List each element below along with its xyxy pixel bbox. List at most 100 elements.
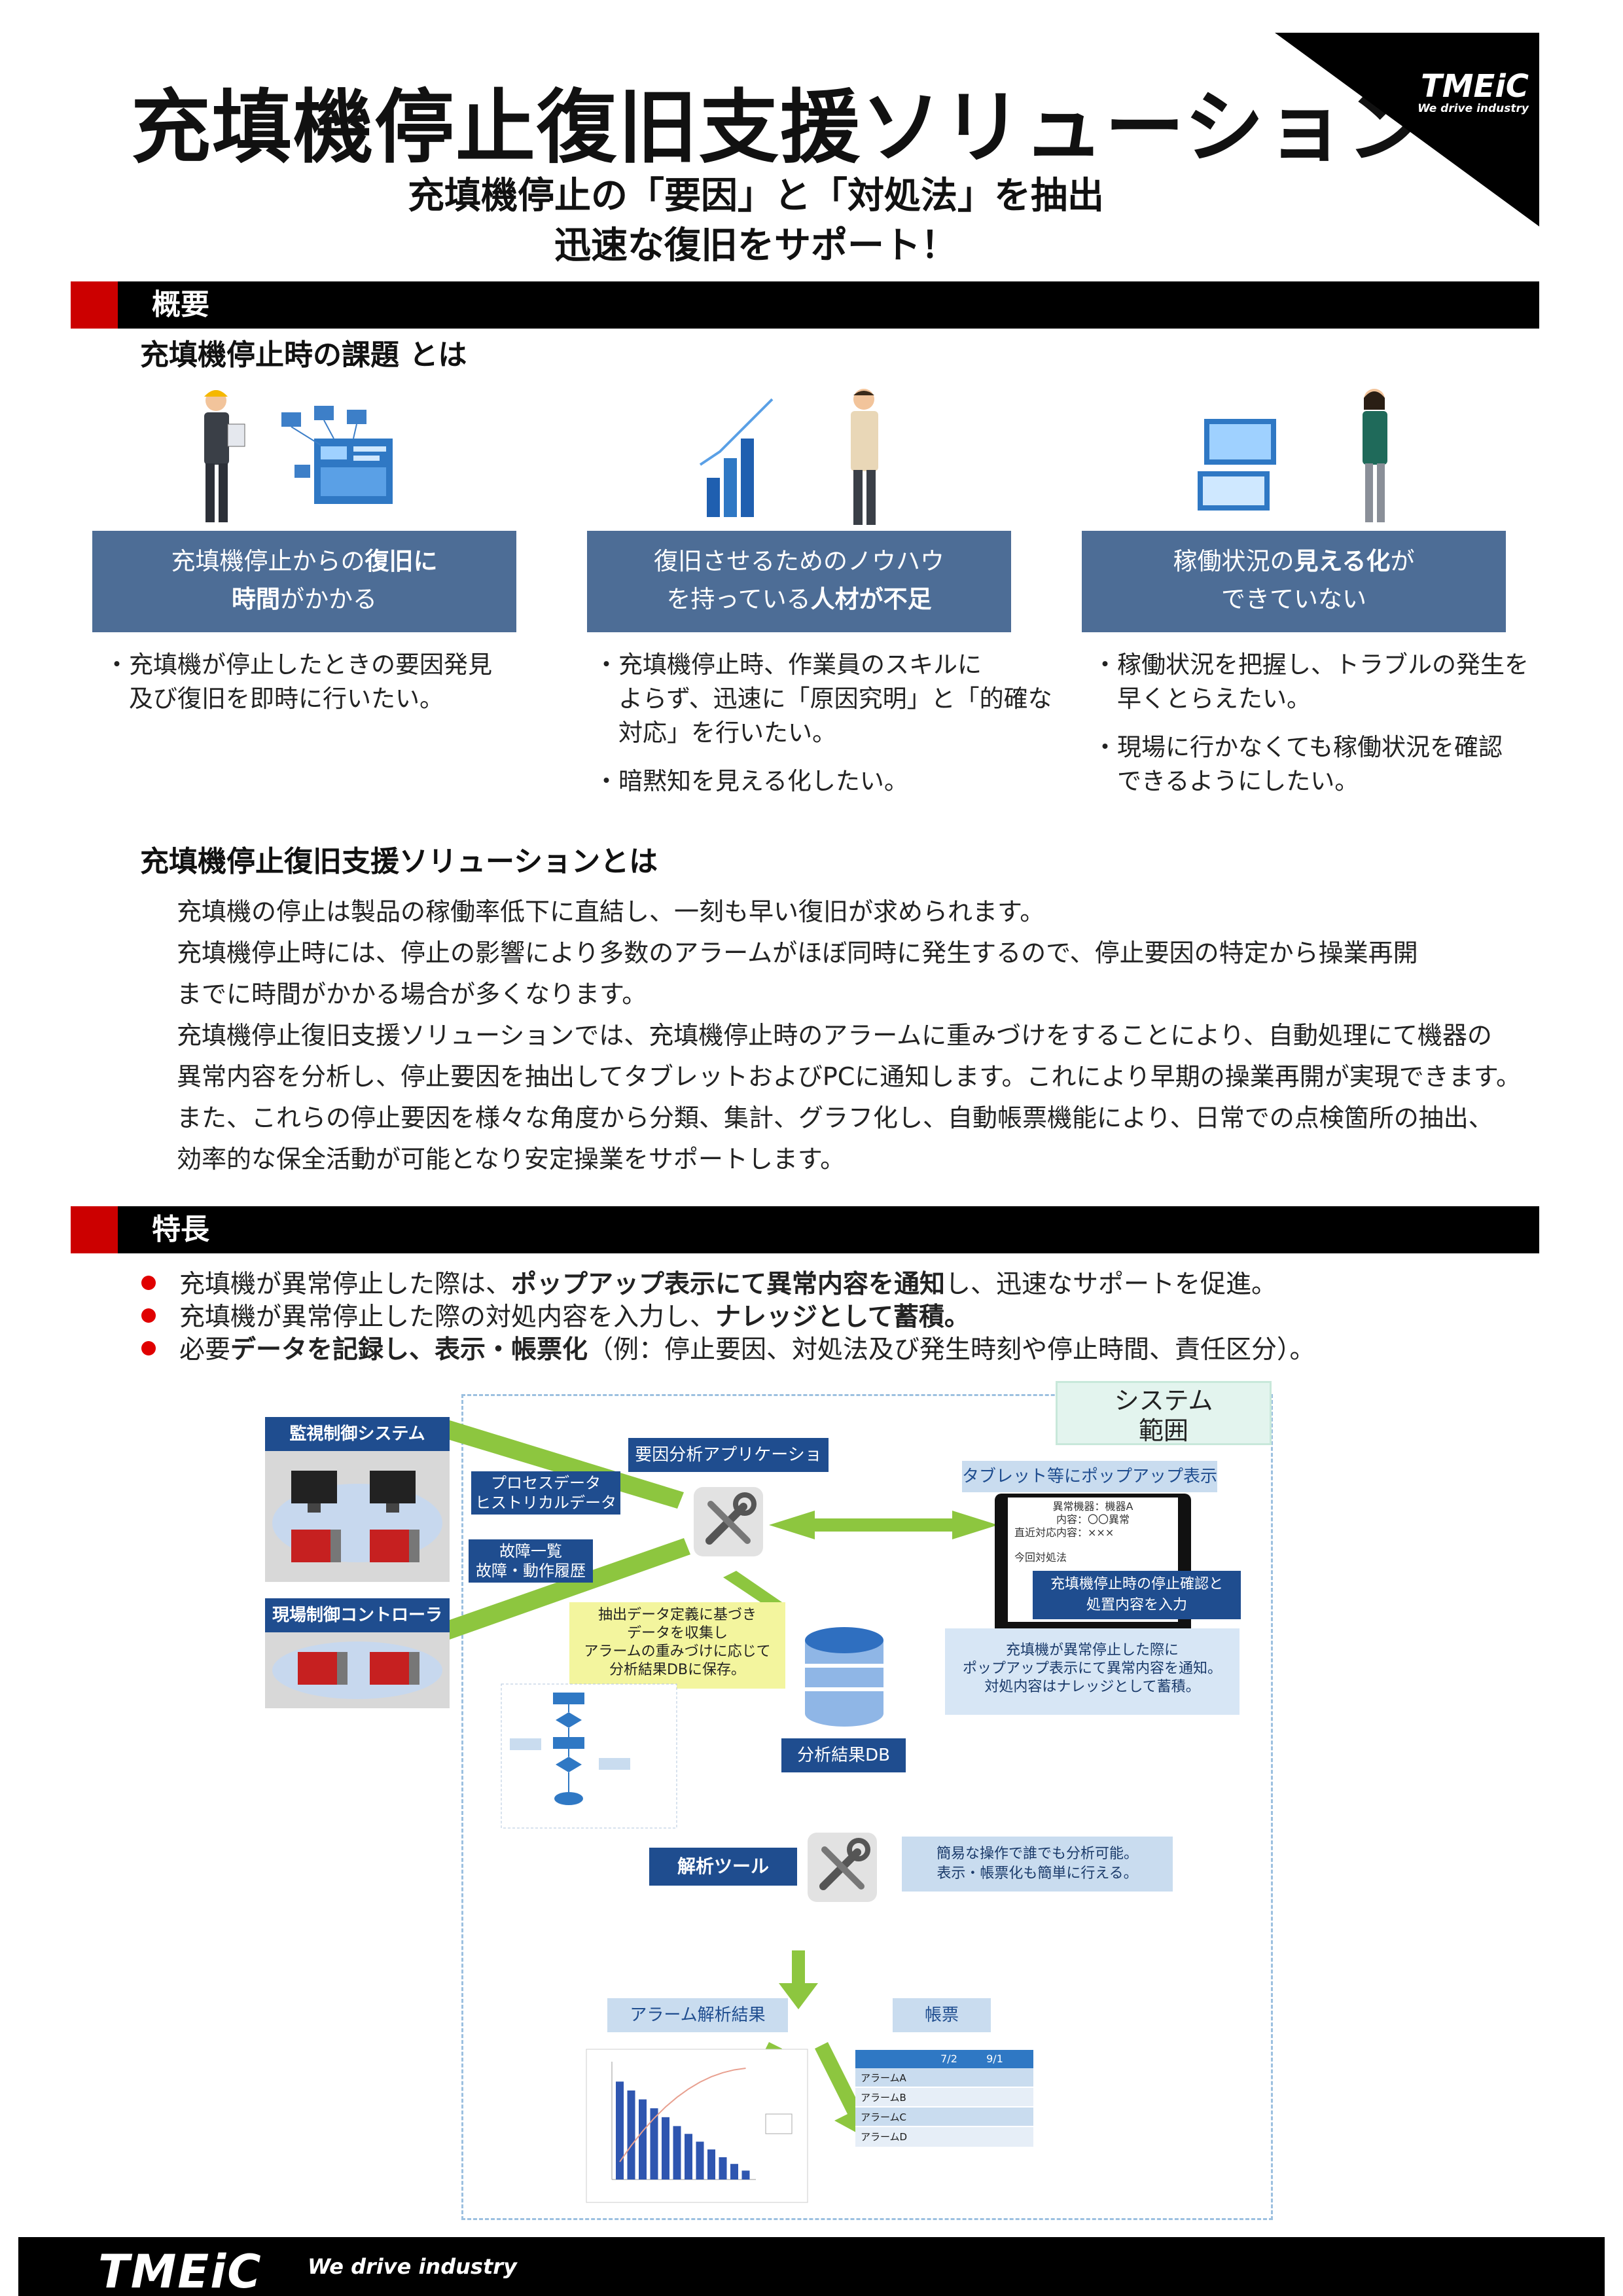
bullet-line: ・充填機が停止したときの要因発見	[105, 651, 492, 679]
note-line: 分析結果DBに保存。	[609, 1662, 746, 1678]
flowchart-illustration	[501, 1683, 677, 1829]
table-row: アラームA	[855, 2068, 1033, 2088]
process-data-label: プロセスデータ ヒストリカルデータ	[471, 1471, 620, 1515]
analysis-app-label: 要因分析アプリケーション	[628, 1438, 829, 1499]
chart-bar	[650, 2108, 658, 2179]
issues-heading: 充填機停止時の課題 とは	[140, 338, 467, 372]
feature-text: 必要	[179, 1335, 231, 1365]
field-controller-label: 現場制御コントローラ	[265, 1598, 450, 1632]
challenge-2-bullets: ・充填機停止時、作業員のスキルに よらず、迅速に「原因究明」と「的確な 対応」を…	[594, 648, 1052, 798]
bullet-dot	[141, 1308, 156, 1323]
challenge-1-bullets: ・充填機が停止したときの要因発見 及び復旧を即時に行いたい。	[105, 648, 492, 716]
note-line: ポップアップ表示にて異常内容を通知。	[962, 1660, 1222, 1677]
monitoring-system-panel: 監視制御システム	[265, 1417, 450, 1582]
alarm-pareto-chart	[586, 2049, 808, 2203]
challenge-box-1: 充填機停止からの復旧に 時間がかかる	[92, 531, 516, 632]
feature-item-1: 充填機が異常停止した際は、ポップアップ表示にて異常内容を通知し、迅速なサポートを…	[141, 1268, 1277, 1301]
chart-bar	[639, 2099, 647, 2179]
field-controller-panel: 現場制御コントローラ	[265, 1598, 450, 1708]
challenge-2-text-2: を持っている	[666, 585, 811, 613]
monitoring-system-label: 監視制御システム	[265, 1417, 450, 1451]
section-marker	[71, 281, 118, 329]
feature-text: し、迅速なサポートを促進。	[945, 1270, 1277, 1299]
tablet-input-label: 充填機停止時の停止確認と 処置内容を入力	[1033, 1571, 1241, 1619]
section-marker	[71, 1206, 118, 1253]
para-line: 充填機停止復旧支援ソリューションでは、充填機停止時のアラームに重みづけをすること…	[177, 1021, 1492, 1050]
challenge-1-text-2: がかかる	[280, 585, 377, 613]
feature-bold: データを記録し、表示・帳票化	[230, 1335, 588, 1365]
chart-bars	[616, 2081, 750, 2179]
chart-bar	[673, 2126, 681, 2179]
bullet-line: 及び復旧を即時に行いたい。	[105, 685, 444, 713]
bullet-dot	[141, 1341, 156, 1355]
bullet-dot	[141, 1276, 156, 1290]
note-line: 抽出データ定義に基づき	[597, 1607, 757, 1623]
system-range-label: システム 範囲	[1056, 1381, 1272, 1445]
feature-item-2: 充填機が異常停止した際の対処内容を入力し、ナレッジとして蓄積。	[141, 1301, 970, 1334]
bullet-line: ・暗黙知を見える化したい。	[594, 767, 908, 795]
bullet-line: ・稼働状況を把握し、トラブルの発生を	[1093, 651, 1529, 679]
tablet-line: 内容：〇〇異常	[1056, 1513, 1130, 1526]
worker-dashboard-illustration	[204, 390, 393, 522]
chart-bar	[730, 2164, 738, 2179]
report-table: 7/2 9/1 アラームA アラームB アラームC アラームD	[855, 2050, 1033, 2147]
tmeic-logo-top: TMEiC We drive industry	[1374, 71, 1529, 117]
fault-list-label: 故障一覧 故障・動作履歴	[469, 1539, 593, 1583]
para-line: また、これらの停止要因を様々な角度から分類、集計、グラフ化し、自動帳票機能により…	[177, 1103, 1493, 1132]
extract-note: 抽出データ定義に基づき データを収集し アラームの重みづけに応じて 分析結果DB…	[569, 1602, 785, 1689]
section-label: 特長	[152, 1213, 209, 1246]
analysis-db-label: 分析結果DB	[781, 1738, 906, 1772]
label-text: プロセスデータ	[491, 1474, 601, 1492]
section-bar-overview: 概要	[71, 281, 1539, 329]
chart-bar	[707, 2149, 715, 2179]
analysis-tool-label: 解析ツール	[649, 1848, 797, 1886]
note-line: 対処内容はナレッジとして蓄積。	[984, 1679, 1200, 1695]
logo-text: TMEiC	[1421, 68, 1529, 105]
bullet-line: 早くとらえたい。	[1093, 685, 1311, 713]
tools-icon	[694, 1487, 763, 1556]
tablet-popup-label: タブレット等にポップアップ表示	[962, 1461, 1217, 1492]
solution-heading: 充填機停止復旧支援ソリューションとは	[140, 845, 658, 878]
bullet-line: 対応」を行いたい。	[594, 719, 836, 747]
feature-bold: ナレッジとして蓄積。	[715, 1302, 970, 1332]
chart-bar	[627, 2090, 635, 2179]
database-icon	[805, 1627, 883, 1727]
bullet-line: ・現場に行かなくても稼働状況を確認	[1093, 733, 1503, 761]
label-text: 処置内容を入力	[1086, 1597, 1187, 1613]
logo-tagline: We drive industry	[1418, 102, 1529, 115]
bullet-line: できるようにしたい。	[1093, 767, 1359, 795]
para-line: 充填機停止時には、停止の影響により多数のアラームがほぼ同時に発生するので、停止要…	[177, 939, 1418, 967]
footer-tagline: We drive industry	[308, 2254, 517, 2279]
footer-bar	[18, 2237, 1605, 2296]
table-row: アラームB	[855, 2088, 1033, 2108]
bullet-line: ・充填機停止時、作業員のスキルに	[594, 651, 982, 679]
para-line: 効率的な保全活動が可能となり安定操業をサポートします。	[177, 1145, 846, 1174]
solution-paragraph: 充填機の停止は製品の稼働率低下に直結し、一刻も早い復旧が求められます。 充填機停…	[177, 891, 1521, 1180]
report-label: 帳票	[893, 1998, 991, 2032]
challenge-3-text-2: できていない	[1221, 585, 1366, 613]
feature-text: 充填機が異常停止した際の対処内容を入力し、	[179, 1302, 716, 1332]
tool-note: 簡易な操作で誰でも分析可能。 表示・帳票化も簡単に行える。	[902, 1837, 1173, 1892]
challenge-3-bold: 見える化	[1294, 547, 1391, 575]
report-header-row: 7/2 9/1	[855, 2050, 1033, 2068]
label-text: 故障・動作履歴	[476, 1562, 586, 1580]
note-line: アラームの重みづけに応じて	[584, 1643, 771, 1660]
challenge-box-3: 稼働状況の見える化が できていない	[1082, 531, 1506, 632]
note-line: 充填機が異常停止した際に	[1005, 1642, 1179, 1659]
corner-logo-banner	[1275, 33, 1539, 226]
pc-server-icon	[272, 1471, 442, 1562]
table-row: アラームC	[855, 2108, 1033, 2127]
chart-line	[619, 2068, 746, 2162]
challenge-1-bold-2: 時間	[232, 585, 280, 613]
challenge-1-text: 充填機停止からの	[171, 547, 365, 575]
chart-bar	[662, 2117, 669, 2179]
tablet-line: 直近対応内容：×××	[1014, 1526, 1115, 1539]
tools-icon	[808, 1833, 877, 1902]
feature-text: （例：停止要因、対処法及び発生時刻や停止時間、責任区分）。	[588, 1335, 1315, 1365]
system-range-boundary	[461, 1394, 1273, 2220]
range-text: 範囲	[1138, 1416, 1188, 1445]
challenge-3-text-b: が	[1390, 547, 1415, 575]
table-row: アラームD	[855, 2127, 1033, 2147]
feature-bold: ポップアップ表示にて異常内容を通知	[511, 1270, 946, 1299]
bullet-line: よらず、迅速に「原因究明」と「的確な	[594, 685, 1052, 713]
